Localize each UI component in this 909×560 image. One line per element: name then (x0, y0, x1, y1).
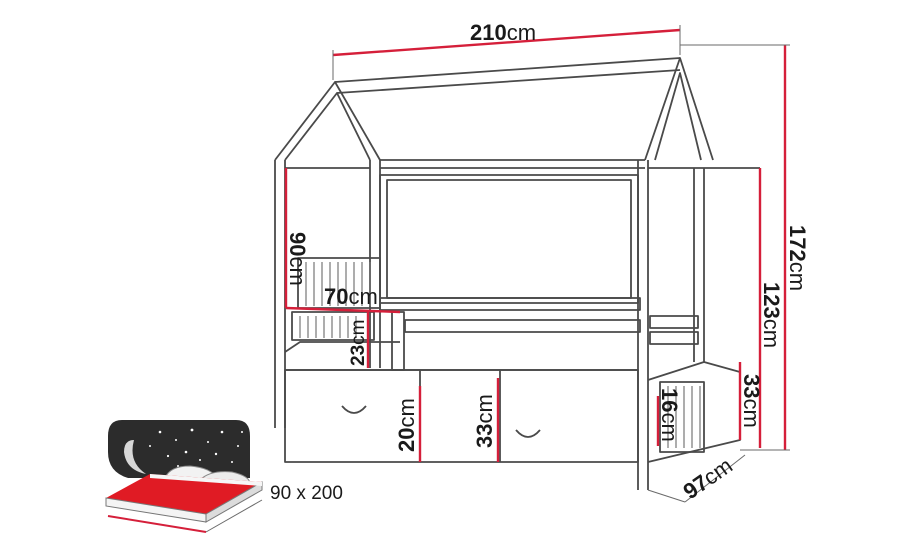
platform-edge (284, 341, 400, 353)
roof-ridge (334, 57, 681, 83)
foot-rail-lower (649, 331, 699, 345)
back-rail-upper (379, 297, 641, 311)
label-drawer-left: 20cm (394, 398, 419, 452)
headboard-lower-slats (299, 316, 357, 338)
roof-right-gable-inner (654, 72, 702, 161)
drawer-box (284, 369, 639, 463)
mattress-dim-line (107, 515, 207, 533)
front-guard-rail (404, 319, 641, 333)
guard-rail-post (391, 311, 405, 371)
dim-line-length (332, 28, 681, 57)
back-window-frame (379, 174, 639, 304)
label-depth: 97cm (679, 453, 737, 504)
dimension-lines (284, 25, 790, 503)
roof-ridge-lower (336, 69, 681, 94)
label-headboard: 90cm (285, 232, 310, 286)
mattress-dim-line-side (205, 499, 263, 533)
footboard-slats (667, 386, 701, 448)
footboard-panel (659, 381, 705, 453)
bed-frame (274, 57, 760, 490)
label-side-height: 123cm (759, 282, 784, 348)
back-window-inner (386, 179, 632, 299)
mattress-side (205, 481, 263, 523)
label-inner-width: 70cm (324, 284, 378, 309)
stars-icon (149, 428, 243, 467)
dim-line-depth-b (684, 454, 746, 503)
mattress-inset (105, 420, 263, 533)
moon-icon (124, 440, 146, 474)
drawer-handle-right (515, 429, 541, 438)
dim-line-inner-width (285, 306, 401, 314)
mattress-size-label: 90 x 200 (270, 483, 343, 504)
label-total-height: 172cm (785, 225, 810, 291)
dim-line-depth-a (647, 489, 686, 503)
drawer-handle-left (341, 405, 367, 414)
foot-rail-upper (649, 315, 699, 329)
headboard-lower-panel (291, 311, 375, 341)
night-sky-background (108, 420, 250, 478)
label-length: 210cm (470, 20, 536, 45)
label-footboard-inner: 16cm (657, 388, 682, 442)
headboard-slats (305, 262, 371, 306)
label-footboard-height: 33cm (739, 374, 764, 428)
label-drawer-center: 33cm (472, 394, 497, 448)
label-rail-height: 23cm (348, 320, 369, 366)
roof-left-gable-inner (284, 92, 371, 161)
mattress-back-edge (150, 474, 262, 486)
